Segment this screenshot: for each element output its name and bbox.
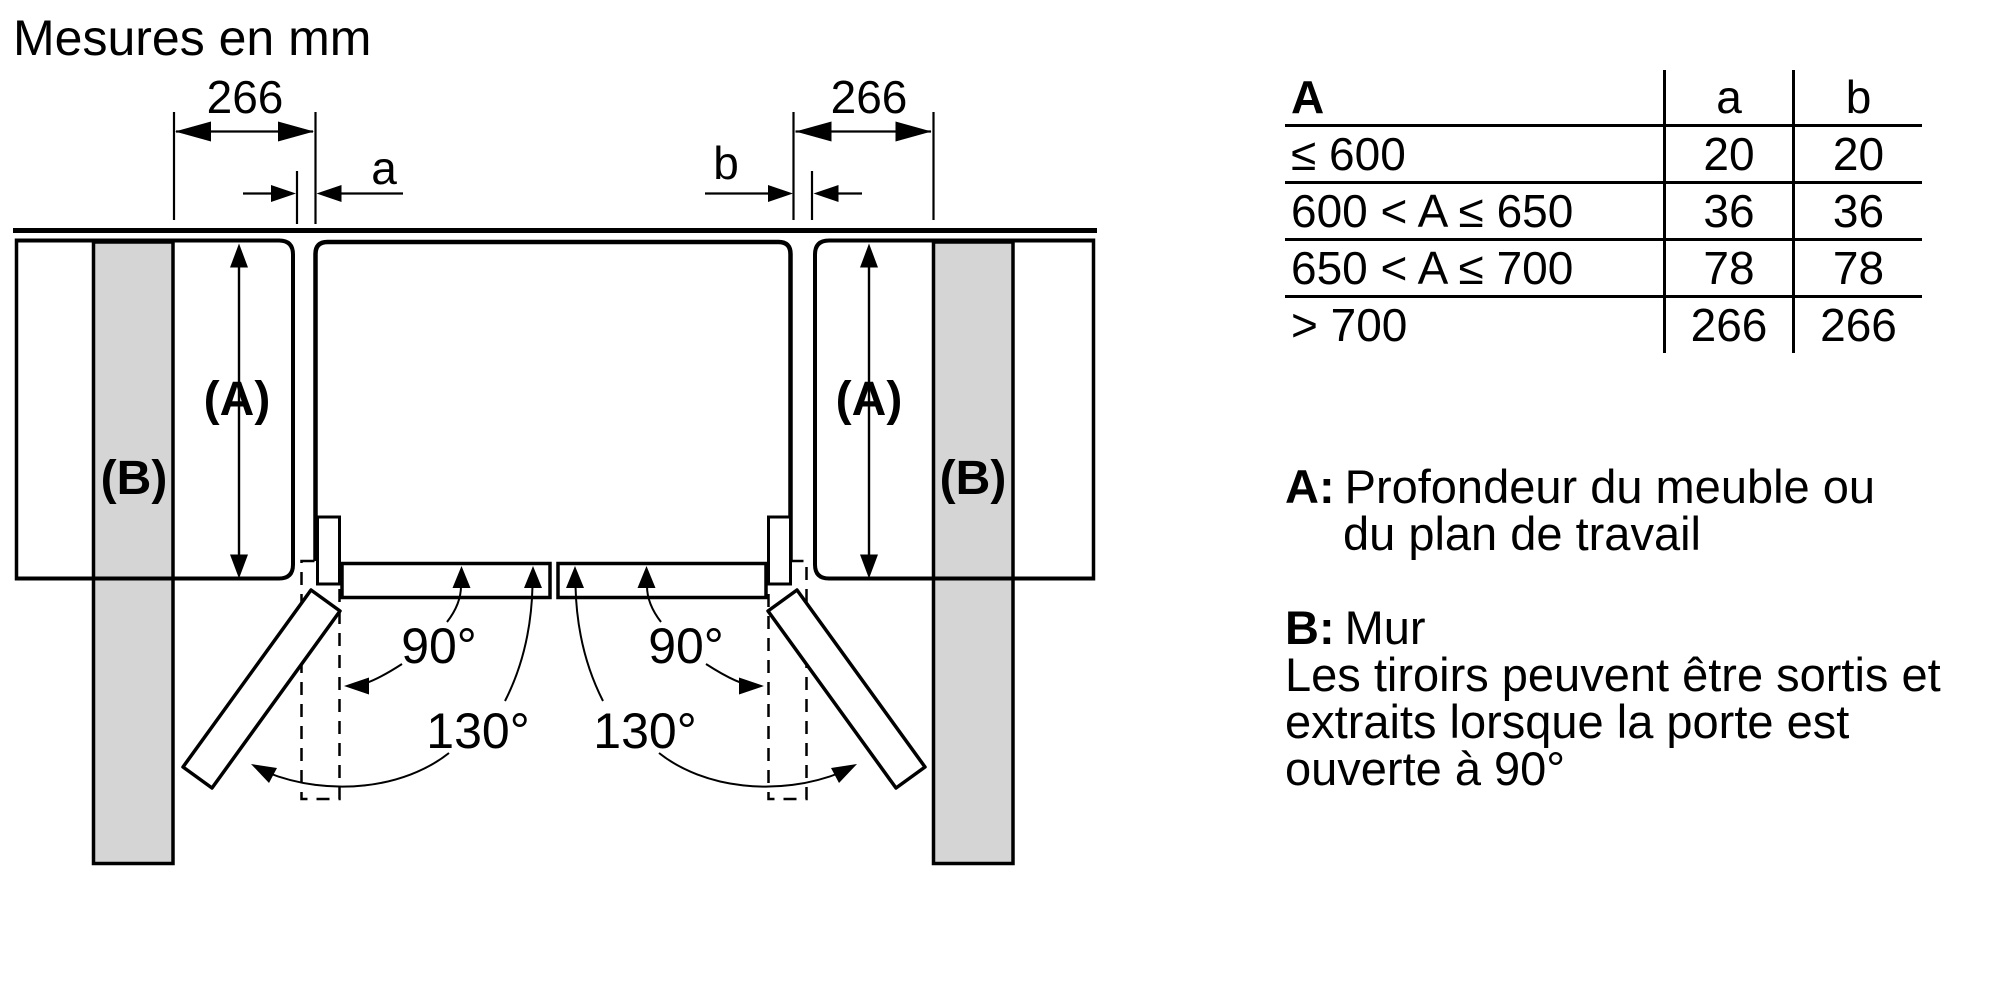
range-cell: > 700 [1291,299,1408,352]
arrowhead-up-icon [637,566,656,588]
arrowhead-right-icon [271,185,296,202]
arrowhead-right-icon [739,677,764,695]
range-cell: 600 < A ≤ 650 [1291,185,1574,237]
swing-arc-130-left [265,752,450,788]
arrowhead-left-icon [344,677,369,695]
door-left-130 [181,588,342,790]
door-right-130 [766,588,927,790]
a-value-cell: 36 [1663,182,1794,240]
note-drawer-line2: extraits lorsque la porte est [1285,695,1850,748]
door-left-90-dashed [300,559,341,801]
arrowhead-up-icon [230,243,248,268]
note-spacer [1285,557,1941,604]
niche-outline [313,239,793,561]
note-b-key: B: [1285,601,1335,654]
arrowhead-left-icon [175,121,211,142]
wall-right [931,240,1015,866]
note-drawer-line3: ouverte à 90° [1285,742,1566,795]
swing-arc-130-right [658,752,843,788]
a-value-cell: 20 [1663,125,1794,183]
arrowhead-up-icon [860,243,878,268]
legend-notes: A:Profondeur du meuble ou du plan de tra… [1285,463,1941,792]
note-b-text: Mur [1344,601,1426,654]
arrowhead-up-icon [452,566,471,588]
note-a-key: A: [1285,460,1335,513]
page-title: Mesures en mm [13,10,372,66]
arrowhead-down-icon [860,554,878,579]
b-value-cell: 20 [1792,125,1922,183]
arrowhead-left-icon [795,121,832,142]
door-pointer-line [574,585,604,702]
arrowhead-up-right-icon [831,764,857,783]
hinge-right [767,515,792,586]
label-B-right: (B) [940,452,1007,505]
arrowhead-left-icon [316,185,342,202]
gap-a-label: a [371,142,397,194]
arrowhead-up-icon [566,566,584,588]
b-value-cell: 266 [1792,296,1922,353]
col-header-b: b [1792,70,1922,126]
arrowhead-up-left-icon [251,764,277,783]
door-left-closed [340,561,552,600]
a-value-cell: 266 [1663,296,1794,353]
b-value-cell: 36 [1792,182,1922,240]
wall-left [91,240,175,866]
table-header-row: A a b [1285,70,1922,126]
dim-266-left-label: 266 [207,71,284,123]
note-a-line1: A:Profondeur du meuble ou [1285,463,1941,510]
table-row: ≤ 600 20 20 [1285,125,1922,183]
door-right-90-dashed [767,559,808,801]
arrowhead-down-icon [230,554,248,579]
door-pointer-line [646,585,662,623]
door-pointer-line [504,585,534,702]
cabinet-right-outline [813,238,1095,581]
col-header-a: a [1663,70,1794,126]
arrowhead-up-icon [524,566,542,588]
clearance-table: A a b ≤ 600 20 20 600 < A ≤ 650 36 36 65… [1285,70,1922,353]
note-drawer-line1: Les tiroirs peuvent être sortis et [1285,648,1941,701]
door-right-closed [556,561,768,600]
range-cell: 650 < A ≤ 700 [1291,242,1574,294]
cabinet-left-outline [15,238,295,581]
b-value-cell: 78 [1792,239,1922,297]
note-b-line: B:Mur [1285,604,1941,651]
table-row: > 700 266 266 [1285,296,1922,353]
arrowhead-right-icon [895,121,932,142]
note-a-text1: Profondeur du meuble ou [1344,460,1876,513]
label-B-left: (B) [101,452,168,505]
label-A-left: (A) [204,373,271,426]
angle-130-right-label: 130° [593,703,696,759]
door-pointer-line [446,585,462,623]
a-value-cell: 78 [1663,239,1794,297]
hinge-left [316,515,341,586]
label-A-right: (A) [836,373,903,426]
arrowhead-right-icon [278,121,314,142]
table-row: 600 < A ≤ 650 36 36 [1285,182,1922,240]
arrowhead-right-icon [768,185,793,202]
angle-90-left-label: 90° [401,618,477,674]
gap-b-label: b [713,137,739,189]
range-cell: ≤ 600 [1291,128,1406,180]
angle-90-right-label: 90° [648,618,724,674]
arrowhead-left-icon [813,185,839,202]
angle-130-left-label: 130° [426,703,529,759]
note-a-line2: du plan de travail [1343,507,1701,560]
table-row: 650 < A ≤ 700 78 78 [1285,239,1922,297]
col-header-dimension: A [1291,71,1325,123]
dim-266-right-label: 266 [831,71,908,123]
